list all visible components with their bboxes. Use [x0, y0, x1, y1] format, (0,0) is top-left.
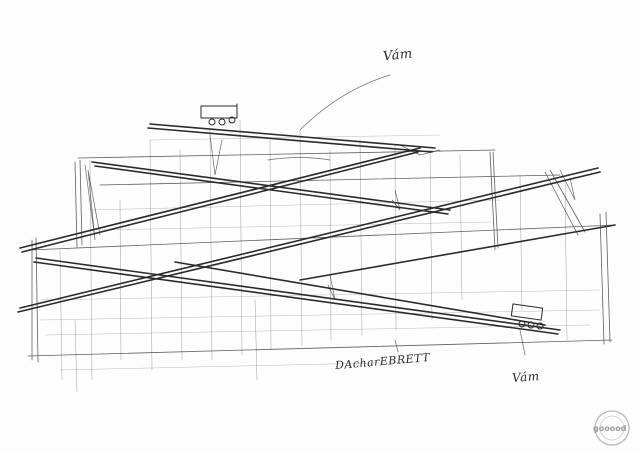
annotation-top: Vám [382, 46, 414, 65]
watermark-seal-icon [594, 410, 630, 446]
vertical-grid [59, 119, 568, 393]
scribble-strokes [84, 74, 576, 356]
frame-lines [27, 149, 616, 363]
annotation-bottom-right: Vám [511, 369, 541, 385]
horizontal-hatching [39, 134, 601, 371]
vehicle-bottom-icon [510, 303, 544, 330]
watermark-text: gooood [593, 424, 627, 433]
ramp-lines [17, 123, 616, 335]
vehicle-top-icon [200, 103, 238, 126]
